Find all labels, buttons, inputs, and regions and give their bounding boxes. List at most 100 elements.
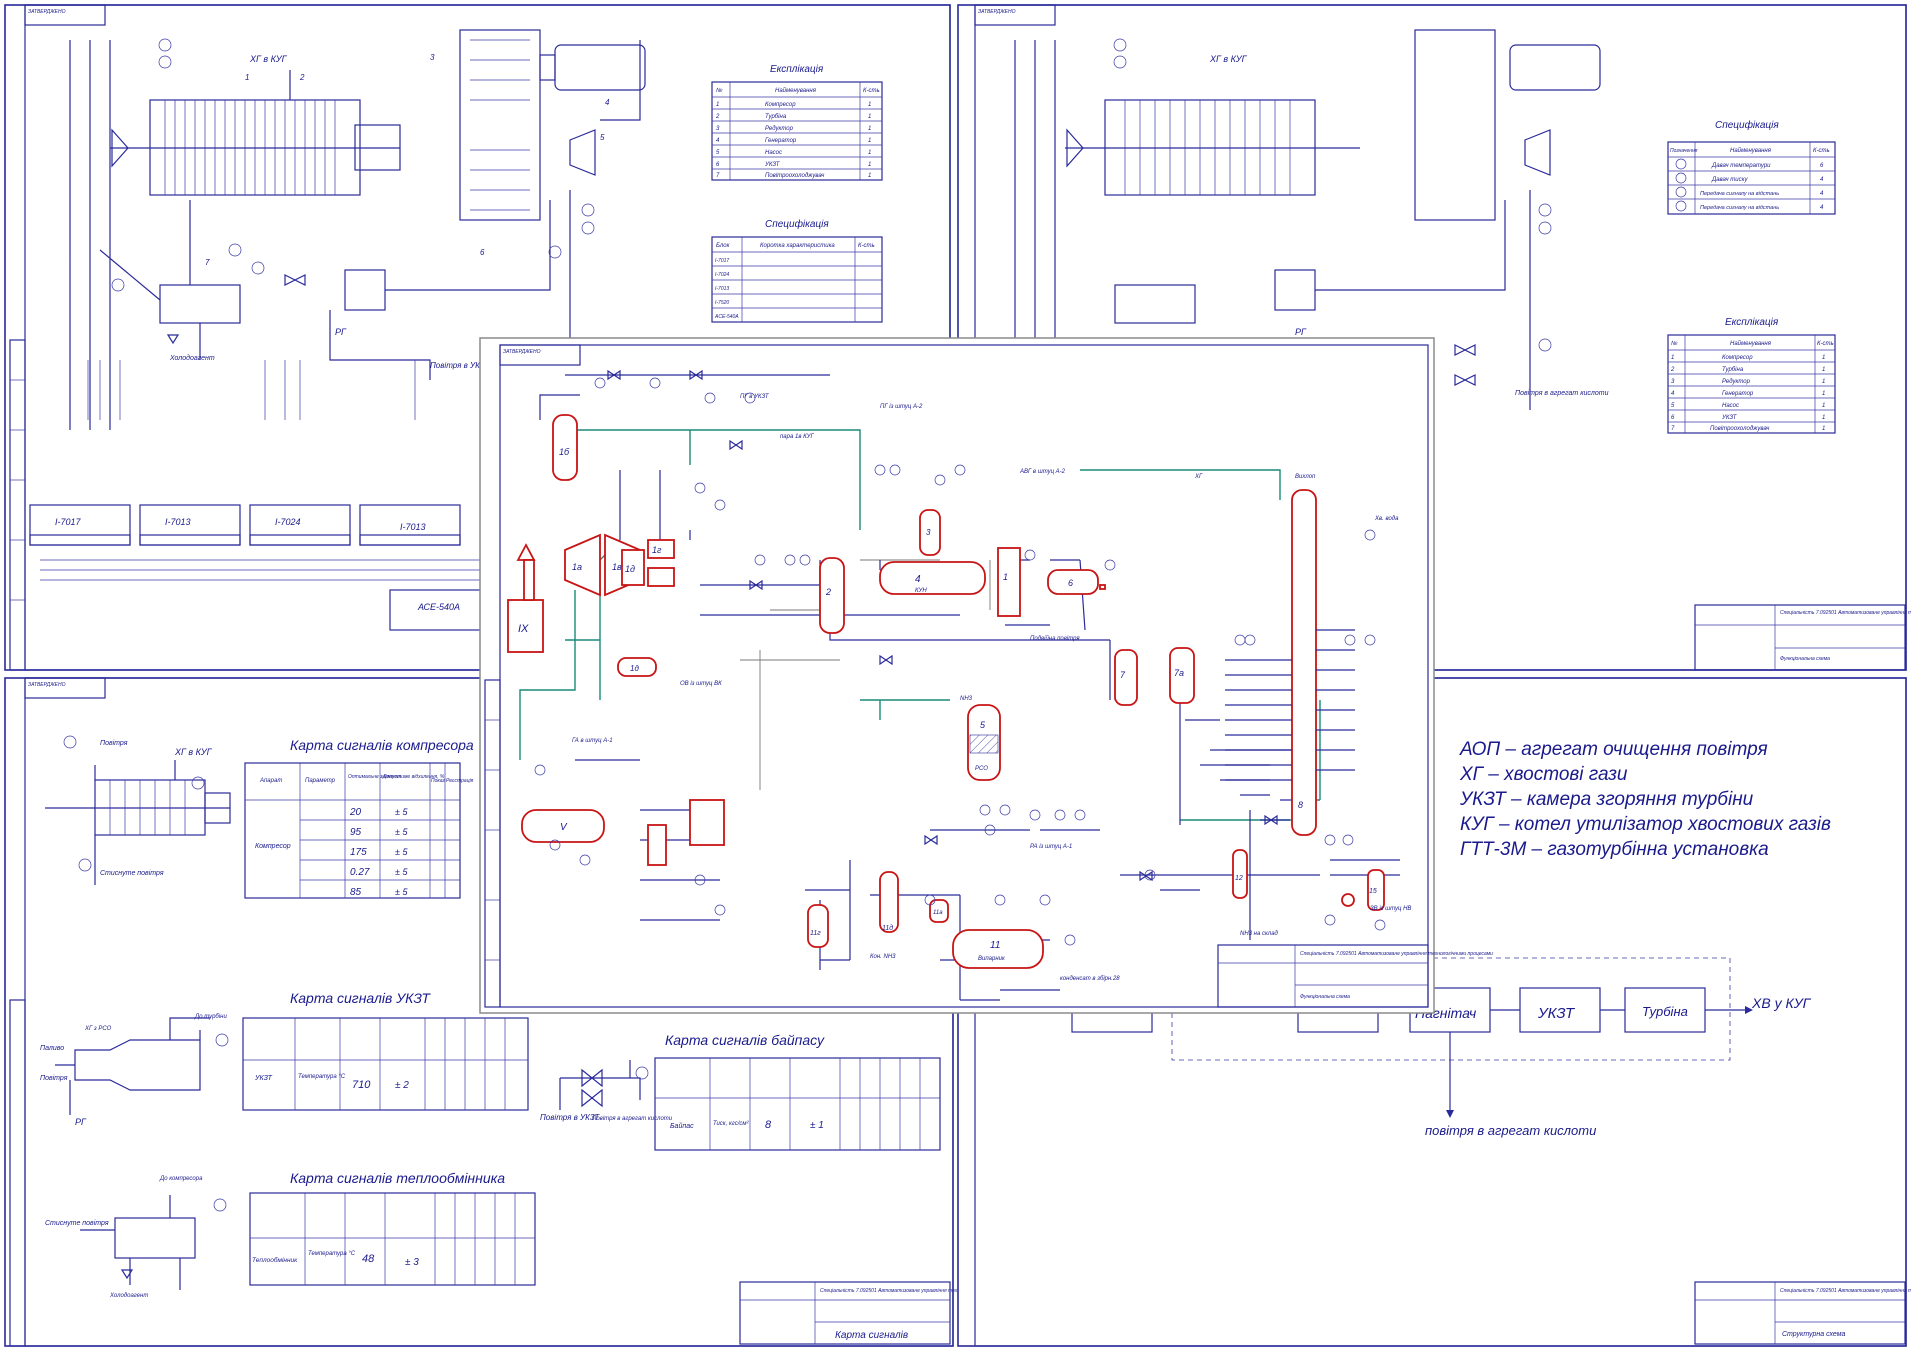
svg-text:7: 7 xyxy=(1671,426,1675,432)
label-air-compressor: Повітря xyxy=(100,739,128,747)
gas-turbine-unit xyxy=(110,29,646,221)
svg-text:1: 1 xyxy=(868,114,871,120)
svg-text:95: 95 xyxy=(350,827,362,838)
svg-text:Вихлоп: Вихлоп xyxy=(1295,474,1316,480)
label-rg-b: РГ xyxy=(1295,327,1307,337)
title-block-b: Спеціальність 7.092501 Автоматизоване уп… xyxy=(1694,604,1911,671)
svg-text:Специфікація: Специфікація xyxy=(765,218,829,230)
label-air-acid: Повітря в агрегат кислоти xyxy=(1515,389,1609,397)
svg-text:Спеціальність 7.092501 Автомат: Спеціальність 7.092501 Автоматизоване уп… xyxy=(1300,951,1493,957)
svg-text:Позначення: Позначення xyxy=(1670,148,1698,154)
svg-text:Турбіна: Турбіна xyxy=(1722,367,1744,373)
instrument-bubbles xyxy=(534,377,1386,946)
svg-text:± 2: ± 2 xyxy=(395,1080,409,1091)
svg-text:3: 3 xyxy=(716,126,720,132)
svg-text:РГ: РГ xyxy=(75,1117,87,1127)
svg-text:6: 6 xyxy=(1671,415,1675,421)
svg-text:1: 1 xyxy=(868,162,871,168)
svg-text:6: 6 xyxy=(716,162,720,168)
svg-text:Найменування: Найменування xyxy=(1730,340,1772,347)
svg-text:710: 710 xyxy=(352,1079,371,1091)
ukzt-signal-table: УКЗТ Температура °С 710 ± 2 xyxy=(242,1017,529,1111)
svg-text:11а: 11а xyxy=(933,910,943,916)
svg-text:Турбіна: Турбіна xyxy=(765,114,787,120)
svg-text:I-7520: I-7520 xyxy=(715,300,729,306)
svg-text:РСО: РСО xyxy=(975,766,988,772)
svg-text:Реєстрація: Реєстрація xyxy=(446,778,474,784)
svg-text:5: 5 xyxy=(716,150,720,156)
svg-text:УКЗТ: УКЗТ xyxy=(764,162,781,168)
svg-text:4: 4 xyxy=(915,574,921,585)
svg-text:± 5: ± 5 xyxy=(395,887,408,897)
svg-text:± 5: ± 5 xyxy=(395,847,408,857)
legend: АОП – агрегат очищення повітря ХГ – хвос… xyxy=(1459,739,1831,860)
svg-text:УКЗТ: УКЗТ xyxy=(1721,415,1738,421)
svg-text:Давач тиску: Давач тиску xyxy=(1711,177,1748,183)
svg-text:Насос: Насос xyxy=(1722,403,1739,409)
svg-text:I-7024: I-7024 xyxy=(715,272,729,278)
svg-text:К-сть: К-сть xyxy=(863,88,880,94)
center-process-sheet: ЗАТВЕРДЖЕНО 1б 1а 1в 1д 1г IX 1д 2 xyxy=(479,337,1493,1014)
svg-text:пара 1в КУГ: пара 1в КУГ xyxy=(780,434,814,440)
svg-text:± 1: ± 1 xyxy=(810,1120,824,1131)
svg-text:1: 1 xyxy=(1822,367,1825,373)
callout-3: 3 xyxy=(430,53,435,62)
svg-text:2: 2 xyxy=(825,587,831,597)
svg-text:Найменування: Найменування xyxy=(1730,147,1772,154)
svg-text:Найменування: Найменування xyxy=(775,87,817,94)
svg-text:Передача сигналу на відстань: Передача сигналу на відстань xyxy=(1700,205,1779,211)
svg-text:1: 1 xyxy=(1003,572,1008,582)
callout-6: 6 xyxy=(480,248,485,257)
svg-text:РА із штуц А-1: РА із штуц А-1 xyxy=(1030,844,1072,850)
svg-text:Параметр: Параметр xyxy=(305,778,336,784)
svg-text:85: 85 xyxy=(350,887,362,898)
svg-text:Теплообмінник: Теплообмінник xyxy=(252,1256,298,1264)
svg-text:ХГ – хвостові гази: ХГ – хвостові гази xyxy=(1459,764,1628,785)
svg-text:Спеціальність 7.092501 Автомат: Спеціальність 7.092501 Автоматизоване уп… xyxy=(1780,1288,1911,1294)
bypass-signal-table: Байпас Тиск, кгс/см² 8 ± 1 xyxy=(654,1057,941,1151)
svg-text:ГА в штуц А-1: ГА в штуц А-1 xyxy=(572,738,613,744)
title-block-d: Спеціальність 7.092501 Автоматизоване уп… xyxy=(1694,1281,1911,1345)
svg-text:Подвійна повітря: Подвійна повітря xyxy=(1030,635,1080,642)
svg-text:Редуктор: Редуктор xyxy=(1722,379,1751,385)
stamp-text-b: ЗАТВЕРДЖЕНО xyxy=(978,9,1016,15)
svg-text:1: 1 xyxy=(868,150,871,156)
valves xyxy=(607,369,1278,882)
svg-text:К-сть: К-сть xyxy=(1817,341,1834,347)
svg-text:1: 1 xyxy=(1822,415,1825,421)
svg-text:11д: 11д xyxy=(882,924,893,932)
flow-down-label: повітря в агрегат кислоти xyxy=(1425,1123,1596,1138)
callout-5: 5 xyxy=(600,133,605,142)
svg-text:Специфікація: Специфікація xyxy=(1715,119,1779,131)
ukzt-map-title: Карта сигналів УКЗТ xyxy=(290,990,431,1006)
svg-text:ГТТ-3М – газотурбінна установк: ГТТ-3М – газотурбінна установка xyxy=(1460,839,1769,860)
label-compressed-air: Стиснуте повітря xyxy=(100,869,164,877)
svg-text:Повітроохолоджувач: Повітроохолоджувач xyxy=(1710,426,1769,432)
svg-text:3: 3 xyxy=(926,528,931,537)
svg-text:ЗАТВЕРДЖЕНО: ЗАТВЕРДЖЕНО xyxy=(503,349,541,355)
svg-text:Температура °С: Температура °С xyxy=(308,1251,356,1257)
label-xg-kug-b: ХГ в КУГ xyxy=(1209,54,1248,64)
svg-text:1: 1 xyxy=(868,173,871,179)
svg-text:6: 6 xyxy=(1820,163,1824,169)
svg-text:1: 1 xyxy=(868,138,871,144)
svg-text:Передача сигналу на відстань: Передача сигналу на відстань xyxy=(1700,191,1779,197)
svg-text:АОП – агрегат очищення повітря: АОП – агрегат очищення повітря xyxy=(1459,739,1768,760)
svg-text:0.27: 0.27 xyxy=(350,867,370,878)
svg-text:Коротка характеристика: Коротка характеристика xyxy=(760,243,835,249)
label-air-ukzt: Повітря в УКЗТ xyxy=(430,361,490,370)
bypass-map-title: Карта сигналів байпасу xyxy=(665,1032,825,1048)
svg-text:ПГ в УКЗТ: ПГ в УКЗТ xyxy=(740,394,770,400)
svg-text:1а: 1а xyxy=(572,562,582,572)
svg-text:Генератор: Генератор xyxy=(765,138,797,144)
svg-text:конденсат в збірн.28: конденсат в збірн.28 xyxy=(1060,976,1120,982)
svg-text:5: 5 xyxy=(980,720,986,730)
svg-text:1: 1 xyxy=(1822,379,1825,385)
process-labels: ХГ ПГ в УКЗТ ПГ із штуц А-2 пара 1в КУГ … xyxy=(572,394,1411,982)
svg-text:ACE-540A: ACE-540A xyxy=(714,314,739,320)
stamp-name-c: Карта сигналів xyxy=(835,1330,908,1341)
svg-text:Давач температури: Давач температури xyxy=(1711,163,1771,169)
svg-text:№: № xyxy=(716,87,723,94)
svg-text:1д: 1д xyxy=(630,664,639,673)
